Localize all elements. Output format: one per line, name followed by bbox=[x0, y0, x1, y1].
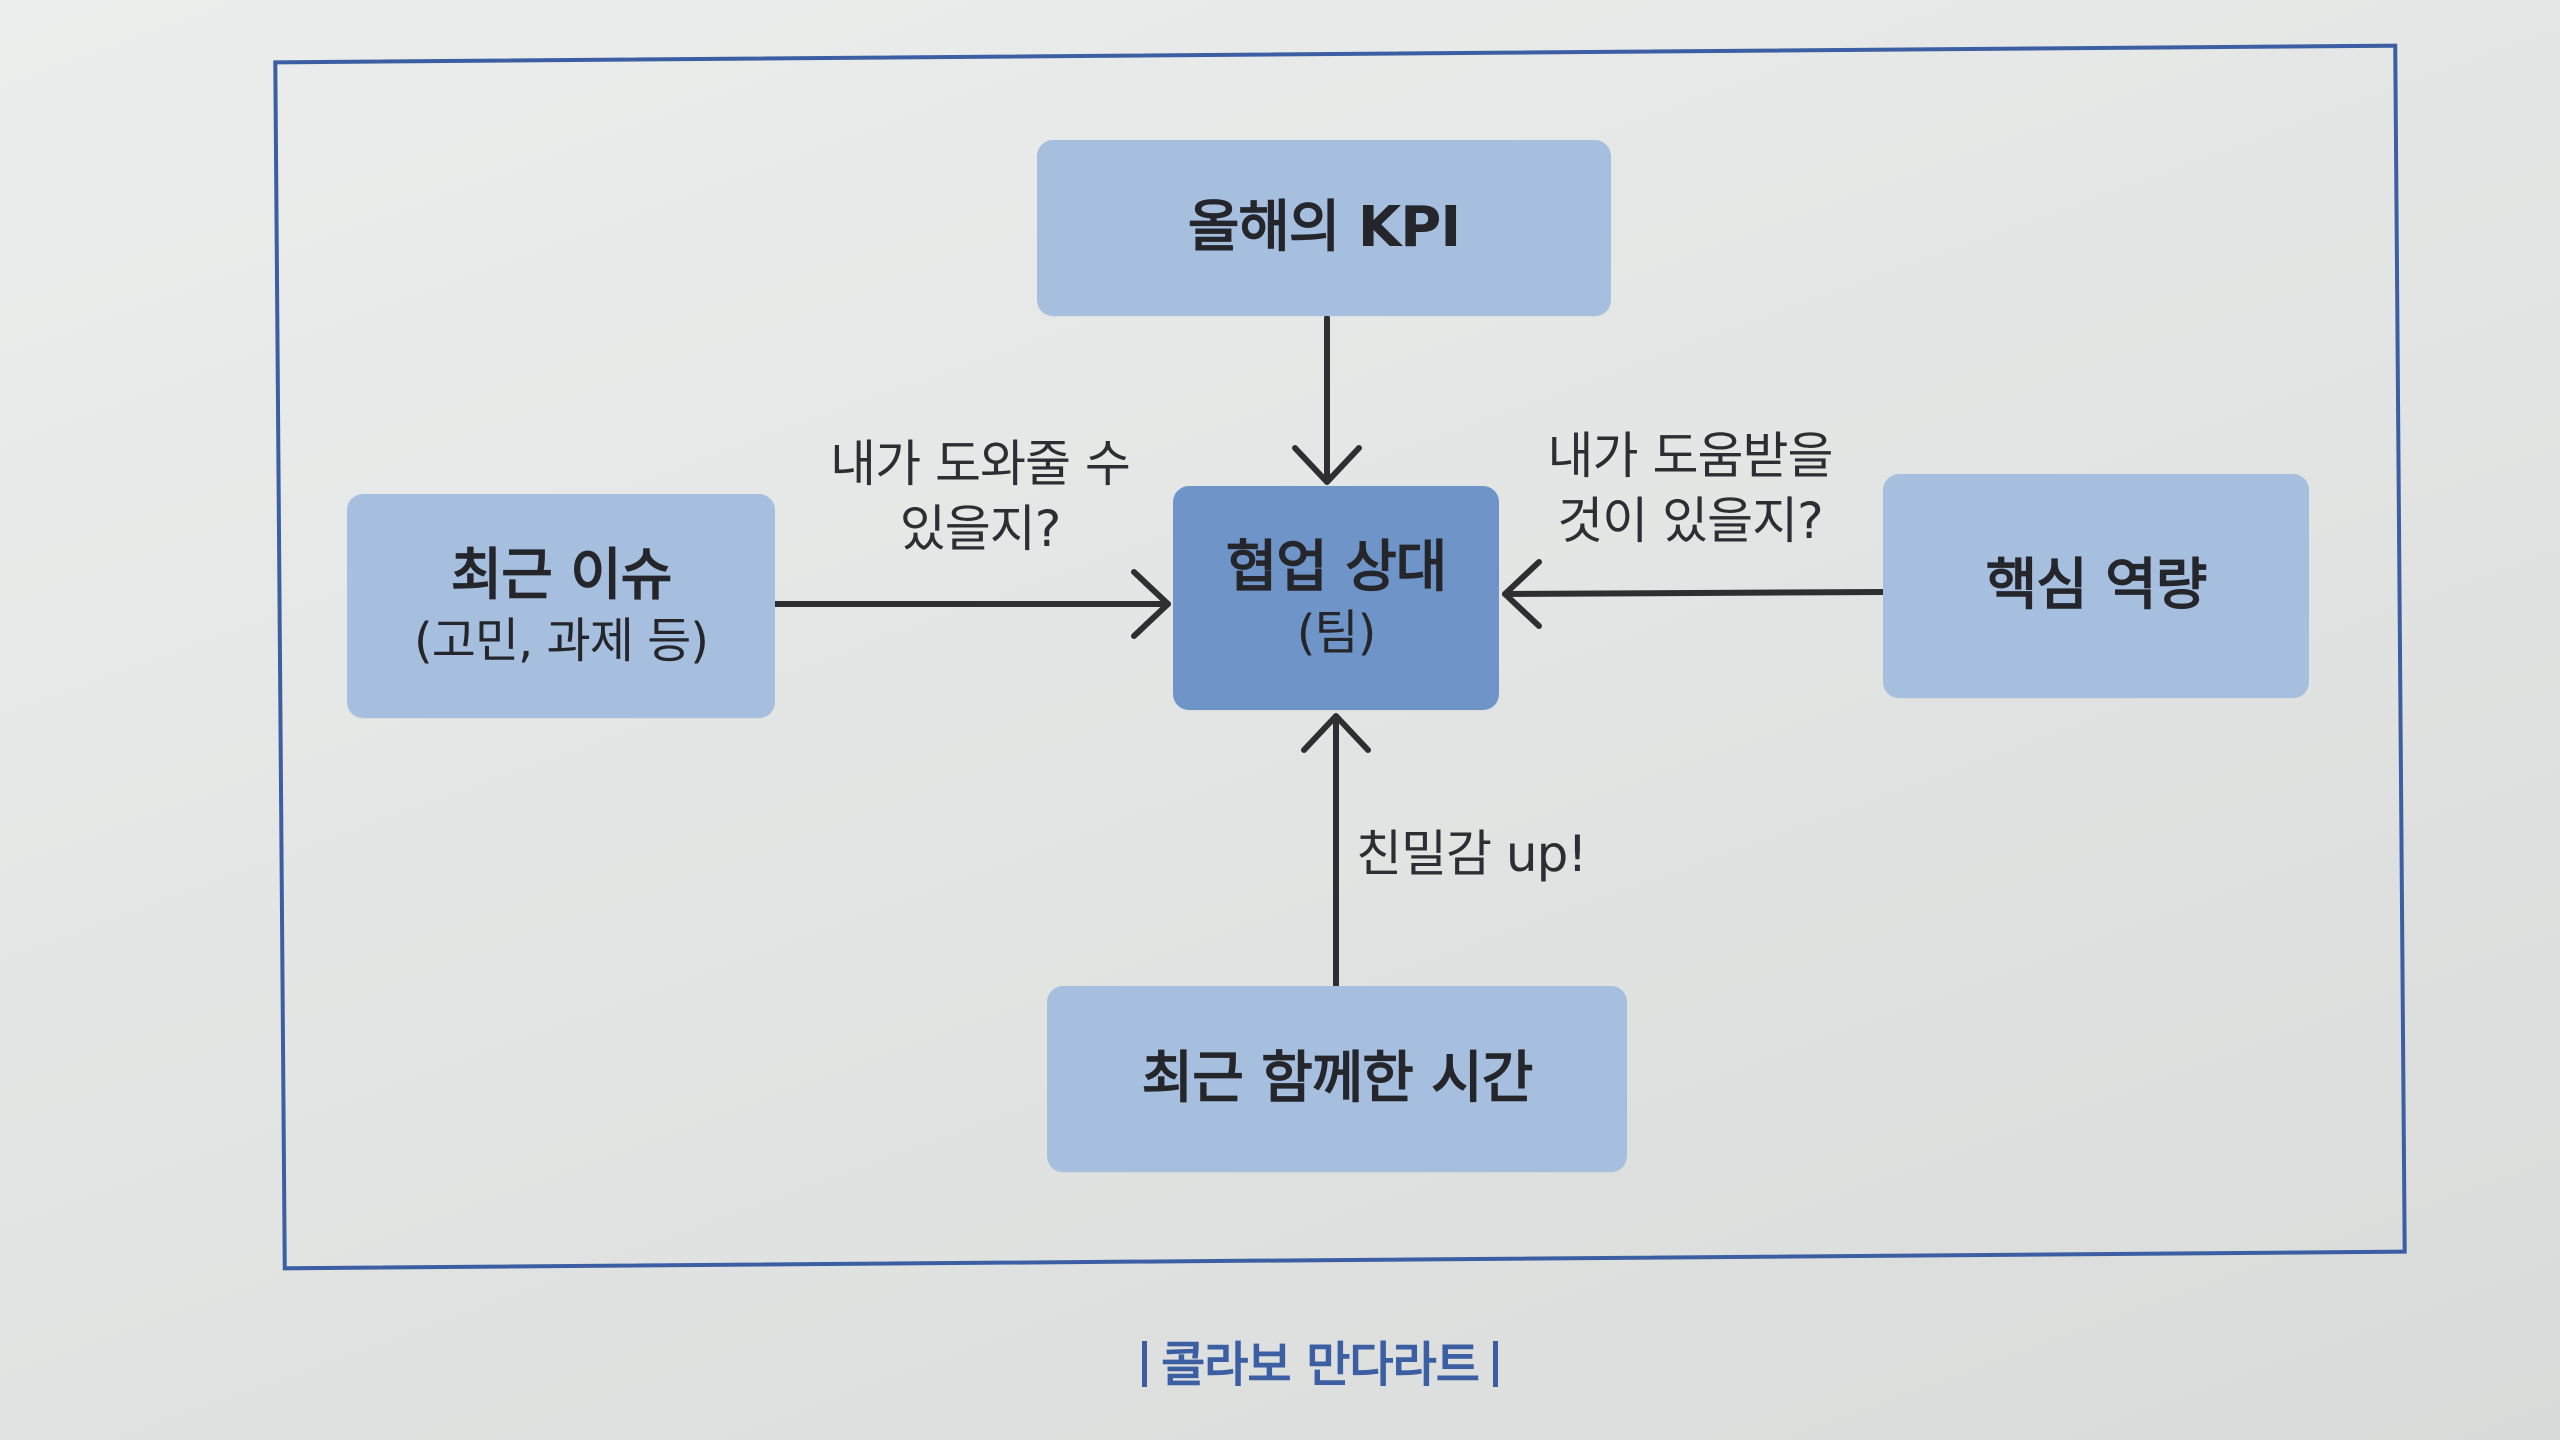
node-center-label: 협업 상대 bbox=[1225, 535, 1448, 600]
edge-label-bottom: 친밀감 up! bbox=[1356, 822, 1656, 887]
figure-caption: 콜라보 만다라트 bbox=[1080, 1325, 1560, 1395]
node-bottom-label: 최근 함께한 시간 bbox=[1141, 1046, 1534, 1111]
edge-label-left-line1: 내가 도와줄 수 bbox=[830, 435, 1131, 493]
node-left-sublabel: (고민, 과제 등) bbox=[413, 613, 709, 669]
node-right-core-competency: 핵심 역량 bbox=[1883, 474, 2309, 698]
node-top-label: 올해의 KPI bbox=[1187, 195, 1461, 260]
arrow-bottom-to-center bbox=[1301, 713, 1371, 988]
edge-label-right: 내가 도움받을 것이 있을지? bbox=[1490, 424, 1890, 554]
arrow-right-to-center bbox=[1502, 559, 1886, 629]
edge-label-left-line2: 있을지? bbox=[899, 500, 1062, 558]
node-left-recent-issues: 최근 이슈 (고민, 과제 등) bbox=[347, 494, 775, 718]
edge-label-bottom-text: 친밀감 up! bbox=[1356, 825, 1587, 883]
node-center-partner: 협업 상대 (팀) bbox=[1173, 486, 1499, 710]
edge-label-left: 내가 도와줄 수 있을지? bbox=[780, 432, 1180, 562]
node-bottom-recent-time: 최근 함께한 시간 bbox=[1047, 986, 1627, 1172]
node-left-label: 최근 이슈 bbox=[450, 543, 673, 608]
caption-text: 콜라보 만다라트 bbox=[1161, 1337, 1480, 1393]
arrow-top-to-center bbox=[1292, 315, 1362, 485]
arrow-left-to-center bbox=[772, 569, 1171, 639]
node-right-label: 핵심 역량 bbox=[1985, 553, 2208, 618]
caption-bar-left bbox=[1142, 1341, 1148, 1387]
node-center-sublabel: (팀) bbox=[1296, 605, 1377, 661]
edge-label-right-line1: 내가 도움받을 bbox=[1547, 427, 1834, 485]
edge-label-right-line2: 것이 있을지? bbox=[1557, 492, 1823, 550]
node-top-kpi: 올해의 KPI bbox=[1037, 140, 1611, 316]
caption-bar-right bbox=[1492, 1341, 1498, 1387]
